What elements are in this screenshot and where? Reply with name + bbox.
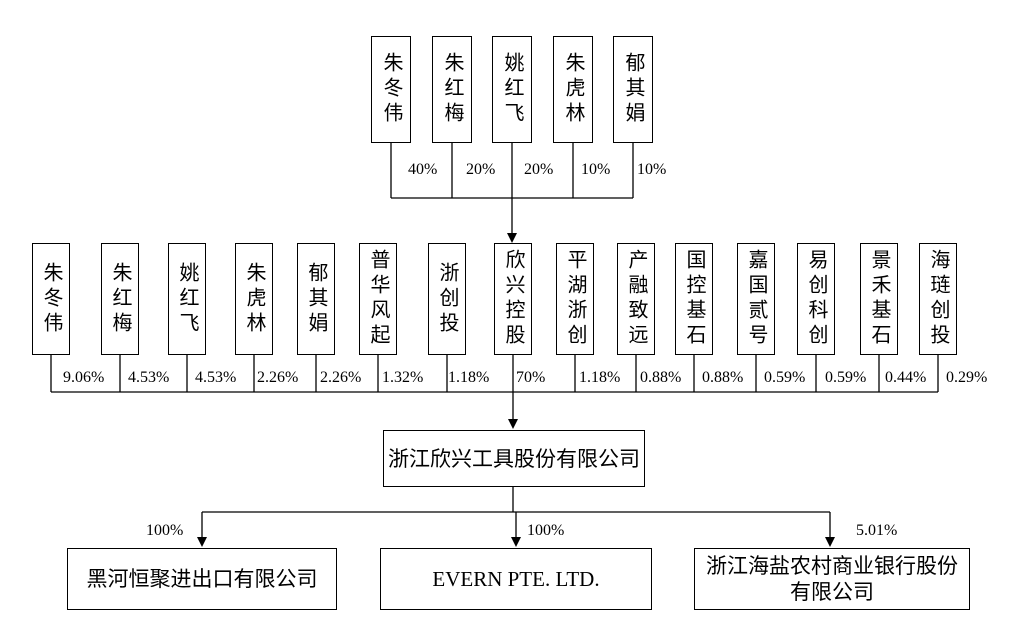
shareholder-box: 嘉国贰号 (737, 243, 775, 355)
ownership-percentage: 1.32% (382, 369, 424, 386)
shareholder-box: 平湖浙创 (556, 243, 594, 355)
ownership-percentage: 0.59% (764, 369, 806, 386)
ownership-percentage: 20% (466, 161, 496, 178)
ownership-percentage: 9.06% (63, 369, 105, 386)
shareholder-box: 姚红飞 (168, 243, 206, 355)
top-shareholder-box: 朱红梅 (432, 36, 472, 143)
ownership-percentage: 0.59% (825, 369, 867, 386)
top-shareholder-box: 郁其娟 (613, 36, 653, 143)
shareholder-box: 普华风起 (359, 243, 397, 355)
top-shareholder-box: 朱冬伟 (371, 36, 411, 143)
shareholder-box: 国控基石 (675, 243, 713, 355)
top-shareholder-box: 姚红飞 (492, 36, 532, 143)
ownership-percentage: 70% (516, 369, 546, 386)
ownership-percentage: 2.26% (257, 369, 299, 386)
ownership-percentage: 4.53% (195, 369, 237, 386)
company-box: 浙江欣兴工具股份有限公司 (383, 430, 645, 487)
shareholder-box: 朱冬伟 (32, 243, 70, 355)
ownership-percentage: 100% (146, 522, 184, 539)
ownership-percentage: 20% (524, 161, 554, 178)
shareholder-box: 朱虎林 (235, 243, 273, 355)
shareholder-box: 朱红梅 (101, 243, 139, 355)
ownership-percentage: 0.44% (885, 369, 927, 386)
shareholder-box: 景禾基石 (860, 243, 898, 355)
ownership-percentage: 5.01% (856, 522, 898, 539)
shareholder-box: 浙创投 (428, 243, 466, 355)
ownership-percentage: 0.88% (702, 369, 744, 386)
subsidiary-box: 黑河恒聚进出口有限公司 (67, 548, 337, 610)
ownership-percentage: 2.26% (320, 369, 362, 386)
shareholder-box: 欣兴控股 (494, 243, 532, 355)
shareholder-box: 产融致远 (617, 243, 655, 355)
subsidiary-box: 浙江海盐农村商业银行股份有限公司 (694, 548, 970, 610)
ownership-percentage: 1.18% (448, 369, 490, 386)
ownership-percentage: 40% (408, 161, 438, 178)
subsidiary-box: EVERN PTE. LTD. (380, 548, 652, 610)
shareholder-box: 海琏创投 (919, 243, 957, 355)
ownership-percentage: 0.29% (946, 369, 988, 386)
ownership-percentage: 10% (581, 161, 611, 178)
shareholder-box: 郁其娟 (297, 243, 335, 355)
ownership-percentage: 100% (527, 522, 565, 539)
top-shareholder-box: 朱虎林 (553, 36, 593, 143)
ownership-percentage: 0.88% (640, 369, 682, 386)
ownership-percentage: 4.53% (128, 369, 170, 386)
shareholder-box: 易创科创 (797, 243, 835, 355)
ownership-percentage: 10% (637, 161, 667, 178)
ownership-percentage: 1.18% (579, 369, 621, 386)
